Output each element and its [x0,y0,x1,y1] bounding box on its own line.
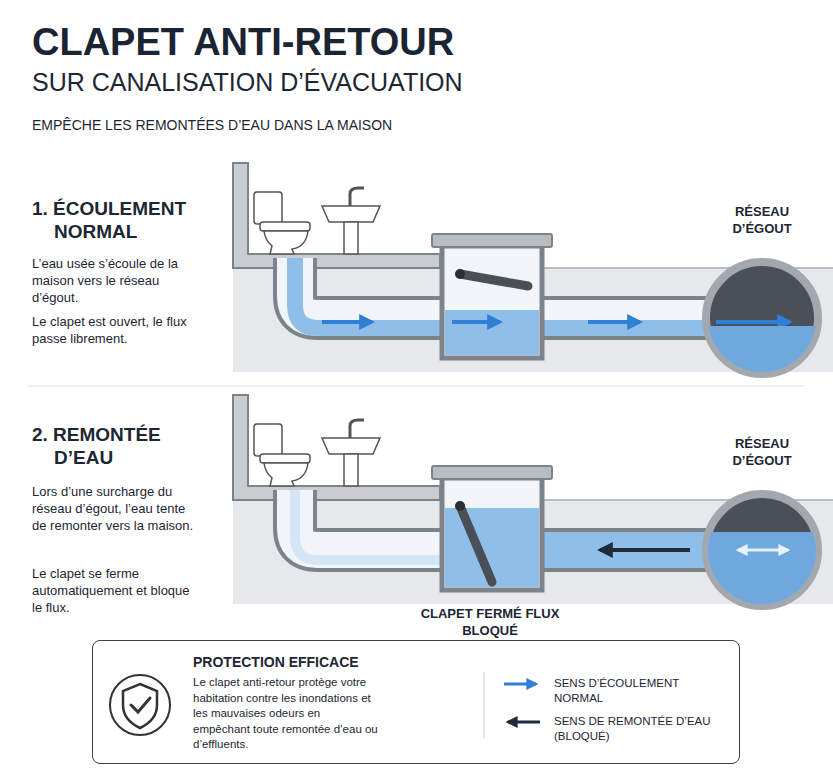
legend-row: SENS DE REMONTÉE D’EAU (BLOQUÉ) [500,714,732,744]
valve-body [442,246,542,358]
section-heading: 2. REMONTÉE D’EAU [32,424,200,470]
toilet-bowl [264,463,308,486]
valve-cap [432,234,552,247]
valve-body [442,478,542,590]
legend-arrow [504,683,536,686]
pipe-wall [540,528,712,572]
water [295,258,445,328]
shield-icon [123,684,157,728]
info-panel: PROTECTION EFFICACE Le clapet anti-retour… [92,640,740,764]
legend-text: SENS D’ÉCOULEMENT NORMAL [554,676,724,706]
legend-text: SENS DE REMONTÉE D’EAU (BLOQUÉ) [554,714,724,744]
backflow-arrow [600,548,690,552]
toilet-seat [260,454,310,463]
divider [28,386,805,387]
panel-heading: PROTECTION EFFICACE [193,653,379,672]
sink-pedestal [344,222,358,254]
sink-basin [322,438,380,454]
toilet-seat [260,222,310,231]
sewer-label: RÉSEAU D’ÉGOUT [712,204,812,238]
flap-pivot [455,501,465,511]
water [540,320,712,336]
panel-text: Le clapet anti-retour protège votre habi… [193,675,379,753]
pipe-inside [295,258,445,318]
flap [460,506,492,582]
wall [233,163,440,268]
panel-divider [484,672,485,738]
flap [460,274,528,286]
faucet [350,420,364,438]
subtitle: SUR CANALISATION D’ÉVACUATION [32,66,672,99]
legend: SENS D’ÉCOULEMENT NORMAL SENS DE REMONTÉE… [500,676,732,752]
callout-label: CLAPET FERMÉ FLUX BLOQUÉ [420,606,560,640]
valve-cap [432,466,552,479]
section-text: Le clapet est ouvert, le flux passe libr… [32,314,200,348]
wall [233,395,440,500]
sewer-water [700,326,830,426]
check-icon [131,698,150,712]
icon-ring [110,675,170,735]
section-heading: 1. ÉCOULEMENT NORMAL [32,198,224,244]
legend-row: SENS D’ÉCOULEMENT NORMAL [500,676,732,706]
tagline: EMPÊCHE LES REMONTÉES D’EAU DANS LA MAIS… [32,116,672,134]
sink-pedestal [344,454,358,486]
flow-arrow [716,320,790,324]
toilet-tank [254,192,282,224]
pipe-inside [295,490,445,550]
valve-water [445,310,539,355]
section-text: L’eau usée s’écoule de la maison vers le… [32,256,200,307]
pipe-wall [295,258,445,318]
faucet [350,188,364,206]
title: CLAPET ANTI-RETOUR [32,18,454,67]
flap-pivot [455,269,465,279]
pipe-inside [540,300,712,336]
sewer-label: RÉSEAU D’ÉGOUT [712,436,812,470]
water [540,532,712,568]
legend-arrow [508,720,540,723]
sink-basin [322,206,380,222]
legend-sample [500,715,544,729]
flow-arrow [322,320,372,324]
water [295,490,445,560]
section-text: Le clapet se ferme automatiquement et bl… [32,566,200,617]
toilet-bowl [264,231,308,254]
pipe-wall [540,296,712,340]
legend-sample [500,677,544,691]
surge-arrow [738,549,788,552]
flow-arrow [452,320,500,324]
section-text: Lors d’une surcharge du réseau d’égout, … [32,484,200,535]
pipe-inside [540,532,712,568]
flow-arrow [588,320,640,324]
sewer-water [700,532,830,632]
toilet-tank [254,424,282,456]
pipe-wall [295,490,445,550]
